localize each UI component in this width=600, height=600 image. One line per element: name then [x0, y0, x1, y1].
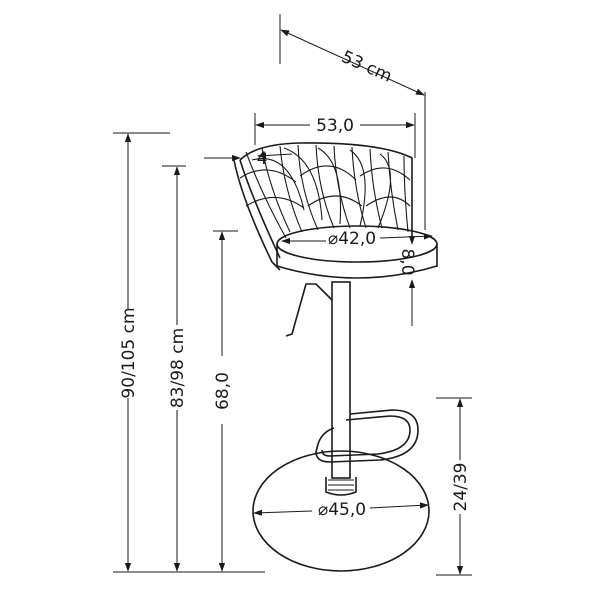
dimension-lines	[113, 14, 472, 576]
base-plate	[252, 450, 430, 572]
label-back-height: 83/98 cm	[168, 328, 188, 408]
backrest-frame	[239, 142, 413, 238]
dimension-labels: 53 cm 53,0 4 ⌀42,0 8,0 90/105 cm 83/98 c…	[119, 47, 471, 520]
stool-outline	[233, 142, 438, 572]
label-seat-diameter: ⌀42,0	[328, 229, 376, 249]
label-seat-height: 68,0	[213, 372, 233, 410]
label-footrest-height: 24/39	[451, 463, 471, 512]
label-total-depth: 53 cm	[338, 47, 395, 87]
gas-lever	[285, 283, 333, 337]
backrest-weave	[239, 144, 411, 239]
seat-side	[276, 244, 438, 279]
cylinder-cover	[325, 477, 357, 496]
label-seat-thickness: 8,0	[397, 248, 417, 275]
column	[331, 281, 351, 479]
label-back-thickness: 4	[257, 149, 268, 169]
label-total-height: 90/105 cm	[119, 307, 139, 398]
depth-dimension-line	[280, 29, 425, 96]
footrest-ring	[315, 409, 419, 463]
label-base-diameter: ⌀45,0	[318, 500, 366, 520]
label-seat-width: 53,0	[316, 116, 354, 136]
